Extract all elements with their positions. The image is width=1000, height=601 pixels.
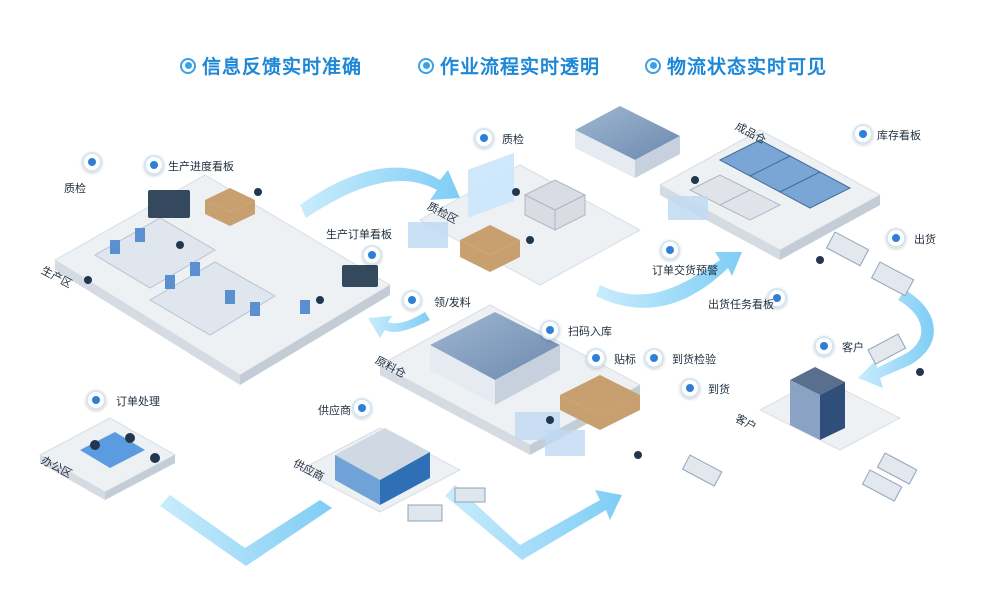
raw-material-warehouse	[378, 304, 642, 459]
location-pin-icon	[767, 288, 787, 308]
location-pin-icon	[644, 348, 664, 368]
header-item-feedback: 信息反馈实时准确	[180, 52, 362, 79]
location-pin-icon	[474, 128, 494, 148]
callout-arrival-check: 到货检验	[672, 353, 716, 366]
header-item-process: 作业流程实时透明	[418, 52, 600, 79]
location-pin-icon	[86, 390, 106, 410]
callout-supplier: 供应商	[318, 404, 351, 417]
location-pin-icon	[814, 336, 834, 356]
customer-building	[758, 367, 924, 451]
qc-warehouse-building	[575, 106, 680, 178]
flow-arrow-qc-to-warehouse	[596, 252, 742, 308]
callout-qc-top: 质检	[502, 133, 524, 146]
callout-customer: 客户	[842, 341, 864, 354]
header-label: 作业流程实时透明	[440, 56, 601, 78]
location-pin-icon	[540, 320, 560, 340]
callout-outbound: 出货	[914, 233, 936, 246]
flow-arrow-warehouse-to-customer	[858, 290, 934, 388]
callout-arrival: 到货	[708, 383, 730, 396]
trucks	[681, 231, 918, 502]
location-pin-icon	[586, 348, 606, 368]
callout-material-issue: 领/发料	[434, 296, 471, 309]
callout-inventory-board: 库存看板	[877, 129, 921, 142]
callout-order-board: 生产订单看板	[326, 228, 392, 241]
callout-shipping-board: 出货任务看板	[708, 298, 774, 311]
finished-goods-warehouse	[658, 129, 882, 264]
header-banner: 信息反馈实时准确 作业流程实时透明 物流状态实时可见	[180, 52, 880, 84]
callout-progress-board: 生产进度看板	[168, 160, 234, 173]
office-area	[38, 417, 177, 500]
callout-order-processing: 订单处理	[116, 395, 160, 408]
location-pin-icon	[144, 155, 164, 175]
bullet-icon	[180, 57, 196, 74]
callout-scan-in: 扫码入库	[568, 325, 612, 338]
location-pin-icon	[402, 290, 422, 310]
quality-inspection-area	[408, 152, 642, 286]
location-pin-icon	[680, 378, 700, 398]
location-pin-icon	[853, 124, 873, 144]
flow-arrows	[160, 167, 934, 566]
header-item-logistics: 物流状态实时可见	[645, 52, 827, 79]
location-pin-icon	[82, 152, 102, 172]
header-label: 信息反馈实时准确	[202, 56, 363, 78]
callout-labeling: 贴标	[614, 353, 636, 366]
supplier-building	[298, 427, 486, 522]
flow-arrow-office-to-supplier	[160, 495, 332, 566]
location-pin-icon	[886, 228, 906, 248]
production-area	[54, 174, 391, 385]
callout-qc-left: 质检	[64, 182, 86, 195]
flow-arrow-production-to-qc	[300, 167, 460, 218]
callout-order-alert: 订单交货预警	[652, 264, 718, 277]
location-pin-icon	[660, 240, 680, 260]
bullet-icon	[645, 57, 661, 74]
flow-arrow-rawmaterial-to-production	[368, 312, 430, 338]
header-label: 物流状态实时可见	[667, 56, 828, 78]
location-pin-icon	[362, 245, 382, 265]
location-pin-icon	[352, 398, 372, 418]
bullet-icon	[418, 57, 434, 74]
